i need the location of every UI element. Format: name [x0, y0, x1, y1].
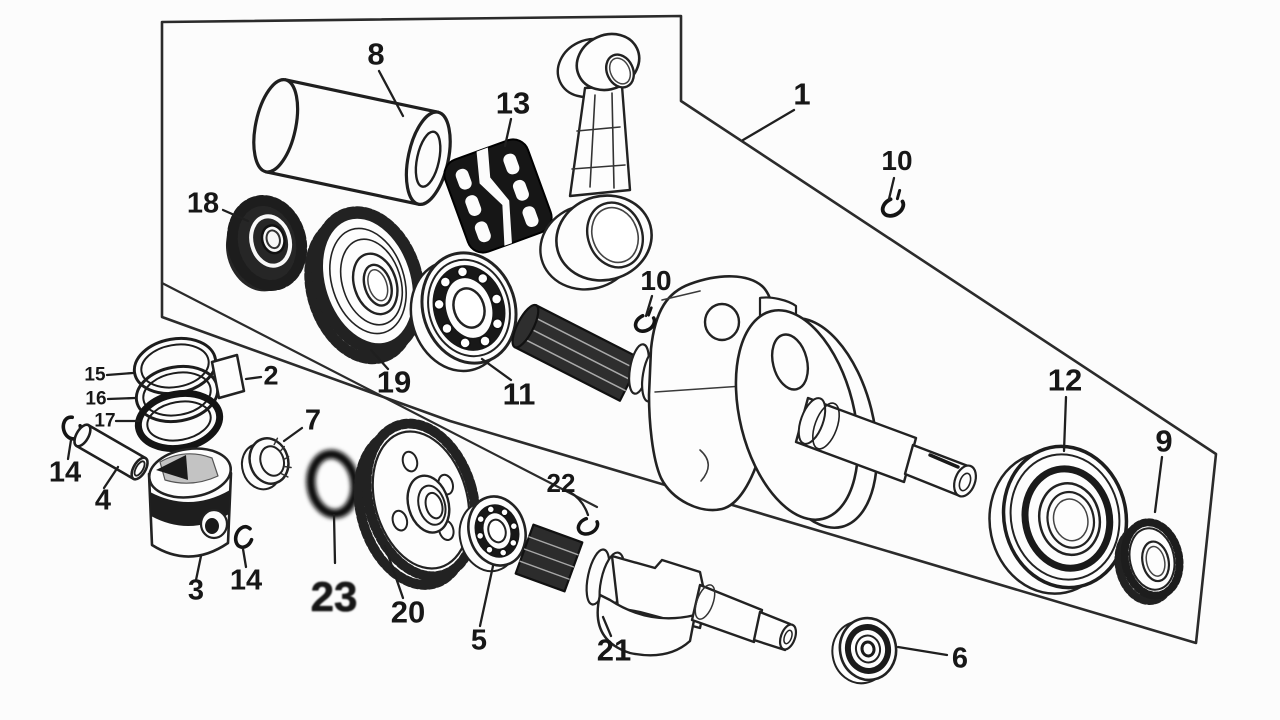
- leader-20: [383, 544, 405, 600]
- leader-10b: [644, 294, 654, 318]
- leader-21: [601, 615, 613, 638]
- leader-8: [377, 69, 405, 118]
- part-pin-4: [73, 423, 149, 481]
- part-crankshaft: [511, 275, 977, 530]
- leader-23: [332, 513, 337, 565]
- part-key-2: [210, 353, 246, 400]
- part-bearing-12: [988, 444, 1129, 595]
- leader-16: [106, 396, 137, 401]
- part-gear-18: [225, 195, 308, 292]
- part-circlip-14b: [233, 524, 255, 550]
- leader-19: [369, 348, 390, 371]
- part-connecting-rod: [539, 32, 653, 291]
- part-bearing-11: [409, 251, 518, 373]
- part-bearing-6: [831, 616, 898, 685]
- part-clip-10b: [633, 306, 657, 333]
- part-piston-3: [147, 447, 233, 558]
- leader-1: [741, 108, 796, 142]
- leader-lines: [66, 69, 1164, 657]
- part-balancer-shaft-21: [514, 523, 798, 657]
- leader-14b: [241, 547, 248, 569]
- leader-13: [503, 117, 513, 148]
- leader-5: [478, 564, 495, 628]
- leader-3: [194, 554, 203, 582]
- part-bearing-5: [458, 495, 527, 573]
- leader-7: [282, 426, 304, 443]
- part-sprocket-9: [1114, 518, 1184, 605]
- leader-14a: [66, 438, 73, 461]
- leader-12: [1062, 395, 1068, 453]
- leader-10a: [887, 176, 896, 201]
- leader-9: [1153, 455, 1164, 514]
- part-gear-19: [304, 206, 426, 365]
- leader-6: [896, 645, 949, 657]
- assembly-border: [160, 14, 1218, 645]
- leader-22: [568, 490, 590, 517]
- leader-11: [480, 357, 513, 382]
- leader-4: [102, 465, 120, 490]
- part-needle-cage-13: [443, 138, 553, 254]
- leader-2: [244, 375, 263, 381]
- part-bushing-7: [240, 437, 292, 491]
- leader-18: [221, 208, 250, 223]
- part-gear-20: [353, 418, 481, 590]
- leader-15: [105, 371, 135, 377]
- part-clip-22: [576, 516, 600, 536]
- part-piston-pin-8: [252, 78, 452, 206]
